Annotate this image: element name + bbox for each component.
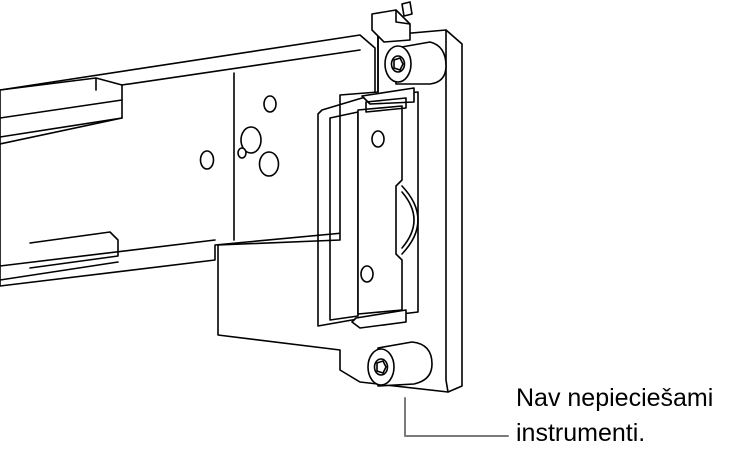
callout-leader-line (404, 397, 509, 437)
bottom-thumbscrew (367, 341, 433, 387)
callout-line-2: instrumenti. (516, 419, 646, 447)
latch-frame (317, 87, 419, 329)
top-thumbscrew (384, 41, 447, 85)
rail-holes (199, 95, 280, 177)
callout-line-1: Nav nepieciešami (516, 384, 714, 412)
rail-body (0, 34, 376, 287)
callout-label: Nav nepieciešami instrumenti. (516, 381, 713, 451)
